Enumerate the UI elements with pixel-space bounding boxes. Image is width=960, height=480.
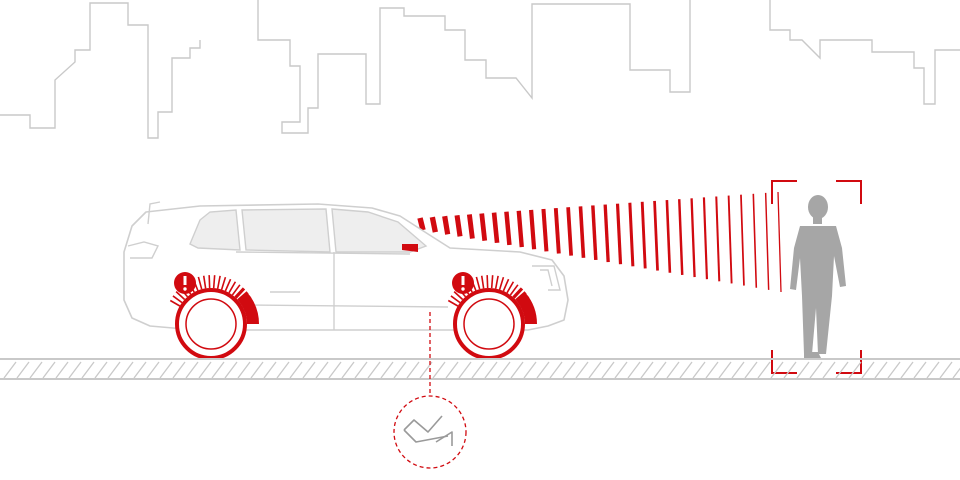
warning-tick bbox=[202, 275, 207, 289]
warning-tick bbox=[450, 295, 461, 304]
wheels bbox=[169, 272, 537, 360]
warning-tick bbox=[231, 284, 241, 296]
beam-bar bbox=[553, 208, 561, 254]
warning-tick bbox=[515, 291, 527, 302]
beam-bar bbox=[529, 209, 537, 250]
beam-bar bbox=[615, 203, 623, 265]
road-surface-icon bbox=[403, 415, 453, 446]
beam-bar bbox=[777, 191, 782, 293]
warning-tick bbox=[480, 275, 485, 289]
city-skyline bbox=[0, 0, 960, 139]
car-window-front bbox=[331, 208, 428, 253]
warning-tick bbox=[475, 276, 481, 290]
beam-bar bbox=[715, 196, 721, 282]
beam-bar bbox=[665, 200, 672, 273]
warning-tick bbox=[216, 275, 221, 289]
beam-bar bbox=[603, 204, 610, 263]
side-mirror bbox=[402, 244, 418, 252]
beam-bar bbox=[764, 192, 770, 290]
beam-bar bbox=[740, 194, 745, 286]
beam-bar bbox=[466, 214, 475, 239]
warning-tick bbox=[512, 287, 524, 299]
detection-frame bbox=[771, 180, 862, 374]
beam-bar bbox=[504, 211, 512, 246]
beam-bar bbox=[454, 214, 463, 237]
beam-bar bbox=[678, 199, 684, 275]
sensor-beam bbox=[417, 191, 782, 293]
warning-tick bbox=[228, 281, 237, 294]
beam-bar bbox=[702, 197, 709, 280]
beam-bar bbox=[752, 193, 758, 288]
ground-hatching bbox=[3, 361, 960, 379]
ground bbox=[0, 358, 960, 380]
warning-tick bbox=[502, 278, 510, 292]
warning-tick bbox=[447, 299, 459, 307]
beam-bar bbox=[516, 210, 524, 248]
beam-bar bbox=[591, 205, 598, 261]
warning-tick bbox=[494, 275, 499, 289]
warning-tick bbox=[490, 275, 494, 289]
beam-bar bbox=[628, 202, 635, 267]
exclamation-icon bbox=[174, 272, 196, 294]
warning-tick bbox=[509, 284, 519, 296]
beam-bar bbox=[690, 198, 696, 278]
warning-tick bbox=[220, 276, 227, 290]
warning-sector bbox=[516, 293, 537, 324]
pedestrian-figure bbox=[790, 195, 846, 360]
car-window-middle bbox=[241, 208, 331, 253]
beam-bar bbox=[442, 215, 451, 235]
warning-tick bbox=[506, 281, 515, 294]
road-sensor-indicator bbox=[393, 312, 467, 469]
beam-bar bbox=[429, 216, 438, 233]
beam-bar bbox=[491, 212, 500, 244]
warning-tick bbox=[172, 295, 183, 304]
warning-tick bbox=[212, 275, 216, 289]
warning-tick bbox=[234, 287, 246, 299]
warning-tick bbox=[169, 299, 181, 307]
beam-bar bbox=[578, 206, 586, 258]
warning-tick bbox=[197, 276, 203, 290]
beam-bar bbox=[417, 217, 426, 231]
warning-sector bbox=[238, 293, 259, 324]
exclamation-icon bbox=[452, 272, 474, 294]
warning-tick bbox=[498, 276, 505, 290]
beam-bar bbox=[727, 195, 733, 284]
front-wheel bbox=[453, 288, 525, 360]
beam-bar bbox=[479, 213, 488, 241]
warning-tick bbox=[453, 291, 464, 301]
warning-tick bbox=[224, 278, 232, 292]
car-window-rear bbox=[189, 209, 241, 251]
warning-tick bbox=[237, 291, 249, 302]
beam-bar bbox=[653, 200, 659, 271]
rear-wheel bbox=[172, 286, 260, 360]
beam-bar bbox=[640, 201, 647, 269]
beam-bar bbox=[541, 208, 549, 252]
warning-tick bbox=[175, 291, 186, 301]
beam-bar bbox=[566, 207, 574, 256]
